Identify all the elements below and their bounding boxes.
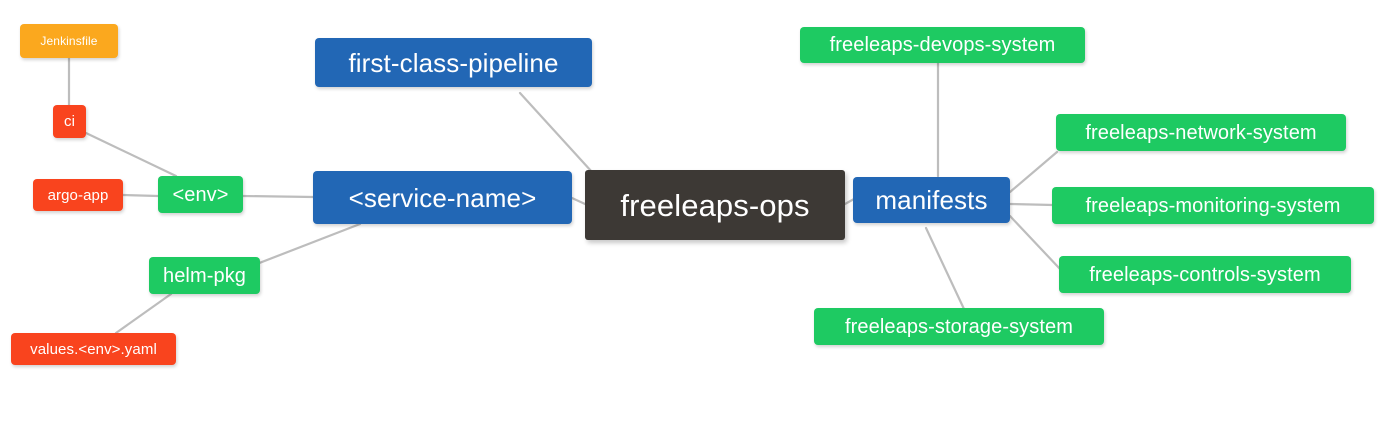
node-root-freeleaps-ops[interactable]: freeleaps-ops (585, 170, 845, 240)
node-label: ci (63, 113, 76, 130)
node-ci[interactable]: ci (53, 105, 86, 138)
node-freeleaps-controls-system[interactable]: freeleaps-controls-system (1059, 256, 1351, 293)
edge-env-argo-app (121, 193, 160, 198)
node-freeleaps-monitoring-system[interactable]: freeleaps-monitoring-system (1052, 187, 1374, 224)
node-label: freeleaps-controls-system (1089, 263, 1321, 286)
node-label: manifests (875, 185, 988, 215)
edge-manifests-controls-system (1008, 214, 1062, 271)
edge-env-ci (84, 131, 178, 178)
edge-helm-pkg-values-yaml (114, 292, 173, 335)
node-freeleaps-devops-system[interactable]: freeleaps-devops-system (800, 27, 1085, 63)
node-values-env-yaml[interactable]: values.<env>.yaml (11, 333, 176, 365)
edge-service-name-first-class-pipeline (518, 91, 594, 174)
node-argo-app[interactable]: argo-app (33, 179, 123, 211)
edge-root-service-name (570, 196, 587, 206)
node-label: helm-pkg (162, 264, 247, 287)
node-env[interactable]: <env> (158, 176, 243, 213)
node-label: freeleaps-storage-system (844, 315, 1074, 338)
node-label: Jenkinsfile (40, 34, 98, 48)
node-label: first-class-pipeline (348, 47, 559, 78)
edge-service-name-helm-pkg (247, 222, 362, 269)
node-first-class-pipeline[interactable]: first-class-pipeline (315, 38, 592, 87)
node-freeleaps-storage-system[interactable]: freeleaps-storage-system (814, 308, 1104, 345)
node-helm-pkg[interactable]: helm-pkg (149, 257, 260, 294)
node-label: freeleaps-monitoring-system (1085, 194, 1341, 217)
node-label: freeleaps-ops (620, 187, 810, 223)
edge-service-name-env (241, 194, 315, 199)
node-label: argo-app (47, 186, 109, 204)
node-service-name[interactable]: <service-name> (313, 171, 572, 224)
node-label: values.<env>.yaml (30, 340, 157, 358)
node-label: freeleaps-devops-system (829, 34, 1056, 56)
node-jenkinsfile[interactable]: Jenkinsfile (20, 24, 118, 58)
node-label: <env> (172, 183, 229, 206)
node-label: freeleaps-network-system (1085, 121, 1317, 144)
edge-manifests-storage-system (924, 226, 966, 311)
edge-manifests-network-system (1008, 150, 1059, 194)
node-freeleaps-network-system[interactable]: freeleaps-network-system (1056, 114, 1346, 151)
node-label: <service-name> (348, 182, 537, 213)
node-manifests[interactable]: manifests (853, 177, 1010, 223)
edge-manifests-monitoring-system (1008, 202, 1055, 207)
